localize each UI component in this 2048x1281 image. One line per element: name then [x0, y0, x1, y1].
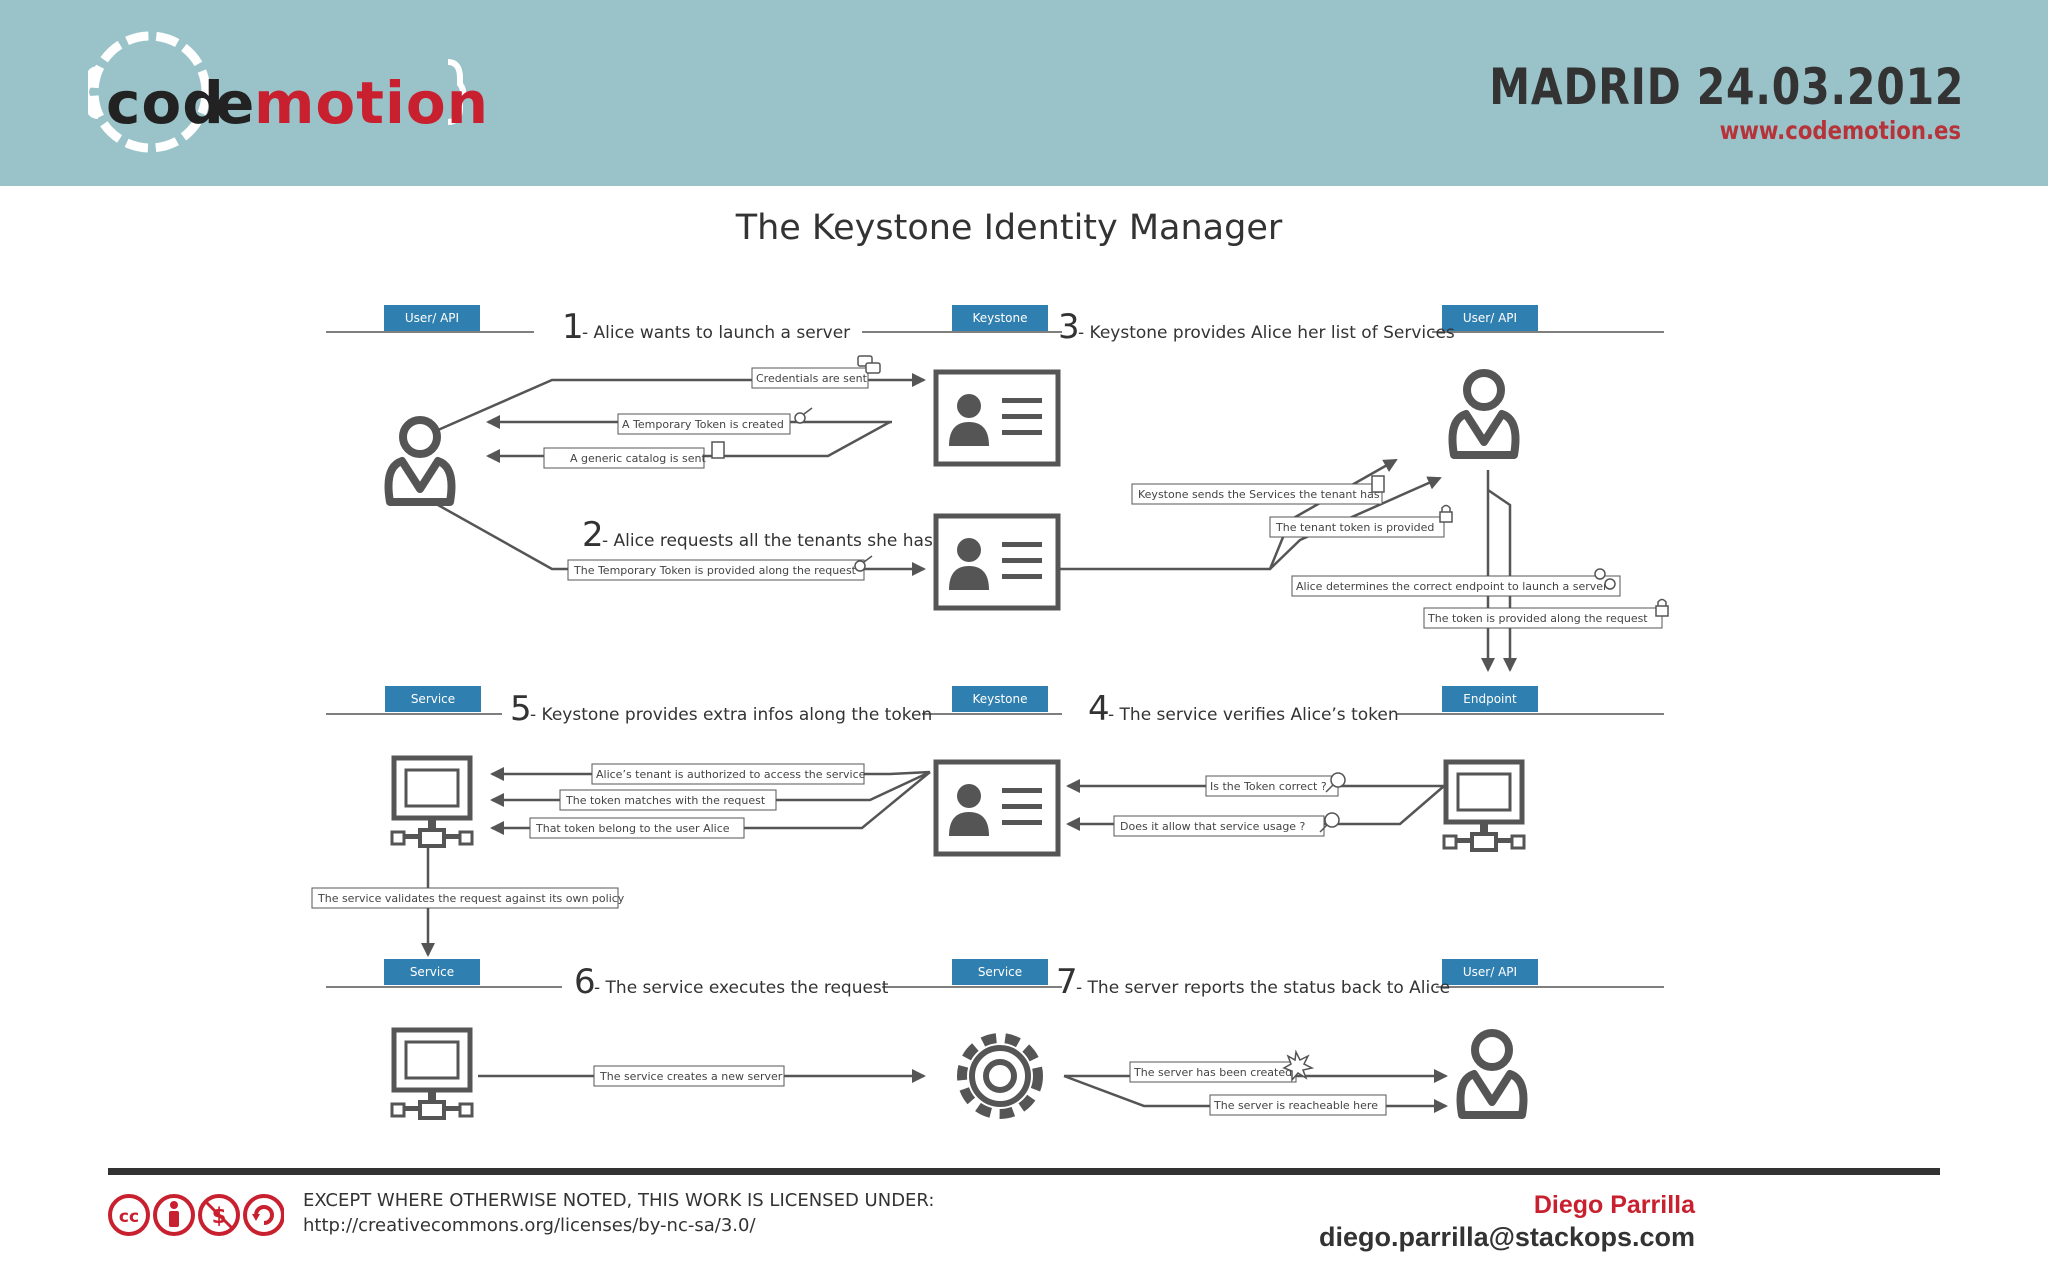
magnifier-icon: [1325, 772, 1346, 793]
key-icon: [854, 555, 873, 572]
gear-icon: [957, 1033, 1043, 1119]
key-icon: [794, 407, 813, 424]
creative-commons-badges: cc $: [108, 1192, 285, 1242]
codemotion-logo: cod e motion: [83, 24, 488, 164]
message-label: The server has been created: [1133, 1066, 1292, 1079]
share-alike-icon: [243, 1194, 285, 1236]
step-text: - The service verifies Alice’s token: [1108, 705, 1399, 725]
license-link[interactable]: http://creativecommons.org/licenses/by-n…: [303, 1215, 756, 1236]
message-label: Keystone sends the Services the tenant h…: [1138, 488, 1380, 501]
footer-divider: [108, 1168, 1940, 1175]
service-computer-icon: [392, 1030, 472, 1118]
tag-label: Service: [411, 692, 455, 706]
keystone-flow-diagram: User/ API Keystone User/ API Service Key…: [311, 305, 1669, 1160]
chat-bubble-icon: [857, 355, 881, 374]
message-label: Is the Token correct ?: [1210, 780, 1327, 793]
step-number: 2: [582, 515, 604, 555]
author-email[interactable]: diego.parrilla@stackops.com: [1319, 1222, 1695, 1252]
page-title: The Keystone Identity Manager: [735, 208, 1283, 248]
message-label: A generic catalog is sent: [570, 452, 706, 465]
tag-endpoint: [1442, 686, 1538, 712]
step-text: - Alice wants to launch a server: [582, 323, 850, 343]
message-label: Credentials are sent: [756, 372, 868, 385]
logo-text-e: e: [215, 69, 256, 137]
message-label: The service validates the request agains…: [317, 892, 625, 905]
keystone-card-icon: [936, 762, 1058, 854]
endpoint-computer-icon: [1444, 762, 1524, 850]
document-icon: [711, 441, 725, 459]
logo-text-motion: motion: [254, 69, 490, 137]
tag-service-2: [384, 959, 480, 985]
step-headings: 1 - Alice wants to launch a server 2 - A…: [510, 307, 1455, 1002]
message-labels: Credentials are sent A Temporary Token i…: [311, 367, 1663, 1116]
step-number: 1: [562, 307, 584, 347]
lock-icon: [1439, 504, 1453, 523]
service-computer-icon: [392, 758, 472, 846]
message-label: The Temporary Token is provided along th…: [573, 564, 857, 577]
step-number: 4: [1088, 689, 1110, 729]
message-label: The token matches with the request: [565, 794, 766, 807]
by-attribution-icon: [153, 1194, 195, 1236]
step-text: - Keystone provides extra infos along th…: [530, 705, 932, 725]
message-label: A Temporary Token is created: [622, 418, 784, 431]
lock-icon: [1655, 598, 1669, 617]
tag-user-api-1: [384, 305, 480, 331]
step-text: - Keystone provides Alice her list of Se…: [1078, 323, 1455, 343]
alice-person-icon: [389, 420, 452, 502]
message-label: The service creates a new server: [599, 1070, 783, 1083]
message-label: The tenant token is provided: [1275, 521, 1434, 534]
tag-label: Endpoint: [1463, 692, 1517, 706]
event-date: MADRID 24.03.2012: [1488, 58, 1964, 116]
svg-text:cc: cc: [119, 1207, 139, 1227]
alice-person-icon: [1461, 1033, 1524, 1115]
step-number: 3: [1058, 307, 1080, 347]
tag-label: User/ API: [1463, 311, 1517, 325]
tag-label: Keystone: [972, 692, 1027, 706]
tag-label: Service: [978, 965, 1022, 979]
message-label: Alice’s tenant is authorized to access t…: [596, 768, 866, 781]
step-text: - Alice requests all the tenants she has: [602, 531, 933, 551]
message-label: The server is reacheable here: [1213, 1099, 1378, 1112]
message-label: The token is provided along the request: [1427, 612, 1648, 625]
step-number: 5: [510, 689, 532, 729]
message-label: That token belong to the user Alice: [535, 822, 730, 835]
step-text: - The server reports the status back to …: [1076, 978, 1450, 998]
author-name: Diego Parrilla: [1533, 1191, 1695, 1219]
tag-service-1: [385, 686, 481, 712]
tag-user-api-2: [1442, 305, 1538, 331]
tag-label: User/ API: [1463, 965, 1517, 979]
tag-label: Keystone: [972, 311, 1027, 325]
event-url[interactable]: www.codemotion.es: [1719, 116, 1961, 145]
keystone-card-icon: [936, 372, 1058, 464]
document-icon: [1371, 475, 1385, 493]
tag-user-api-3: [1442, 959, 1538, 985]
license-notice: EXCEPT WHERE OTHERWISE NOTED, THIS WORK …: [303, 1190, 935, 1211]
link-icon: [1594, 568, 1616, 590]
tag-label: User/ API: [405, 311, 459, 325]
magnifier-icon: [1319, 812, 1340, 833]
tag-label: Service: [410, 965, 454, 979]
tag-keystone-2: [952, 686, 1048, 712]
message-label: Alice determines the correct endpoint to…: [1296, 580, 1608, 593]
role-tags: User/ API Keystone User/ API Service Key…: [384, 305, 1538, 985]
tag-keystone-1: [952, 305, 1048, 331]
message-label: Does it allow that service usage ?: [1120, 820, 1306, 833]
alice-person-icon: [1453, 373, 1516, 455]
starburst-icon: [1282, 1049, 1315, 1083]
tag-service-3: [952, 959, 1048, 985]
step-text: - The service executes the request: [594, 978, 889, 998]
step-number: 6: [574, 962, 596, 1002]
step-number: 7: [1056, 962, 1078, 1002]
header-banner: cod e motion MADRID 24.03.2012 www.codem…: [0, 0, 2048, 186]
keystone-card-icon: [936, 516, 1058, 608]
non-commercial-icon: $: [198, 1194, 240, 1236]
logo-text-cod: cod: [106, 69, 225, 137]
cc-icon: cc: [108, 1194, 150, 1236]
